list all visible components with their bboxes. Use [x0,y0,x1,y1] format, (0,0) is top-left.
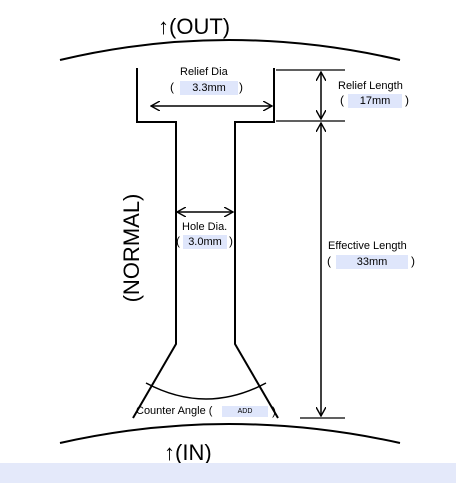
channel-right-wall [234,68,279,419]
relief-length-label: Relief Length [338,80,403,92]
normal-label: (NORMAL) [119,193,144,303]
counter-angle-close-paren: ) [272,404,276,418]
channel-left-wall [132,68,177,419]
relief-dia-label: Relief Dia [180,66,228,78]
hole-dia-open-paren: ( [176,234,180,248]
relief-dia-close-paren: ) [239,80,243,94]
hole-dia-label: Hole Dia. [182,221,228,233]
relief-dia-open-paren: ( [170,80,174,94]
bottom-band [0,463,456,483]
hole-dia-field[interactable]: 3.0mm [183,235,227,249]
effective-length-field[interactable]: 33mm [336,255,408,269]
counter-angle-arc [145,382,267,400]
in-label: ↑(IN) [164,440,212,465]
bottom-boundary-curve [59,423,401,444]
counter-angle-field[interactable]: ADD [222,406,268,417]
relief-length-open-paren: ( [340,93,344,107]
hole-dia-close-paren: ) [229,234,233,248]
counter-angle-label: Counter Angle ( [136,405,213,417]
effective-length-close-paren: ) [411,254,415,268]
out-label: ↑(OUT) [158,14,231,39]
effective-length-open-paren: ( [327,254,331,268]
relief-length-field[interactable]: 17mm [348,94,402,108]
relief-length-close-paren: ) [405,93,409,107]
effective-length-label: Effective Length [328,240,407,252]
relief-dia-field[interactable]: 3.3mm [180,81,238,95]
top-boundary-curve [59,39,401,61]
